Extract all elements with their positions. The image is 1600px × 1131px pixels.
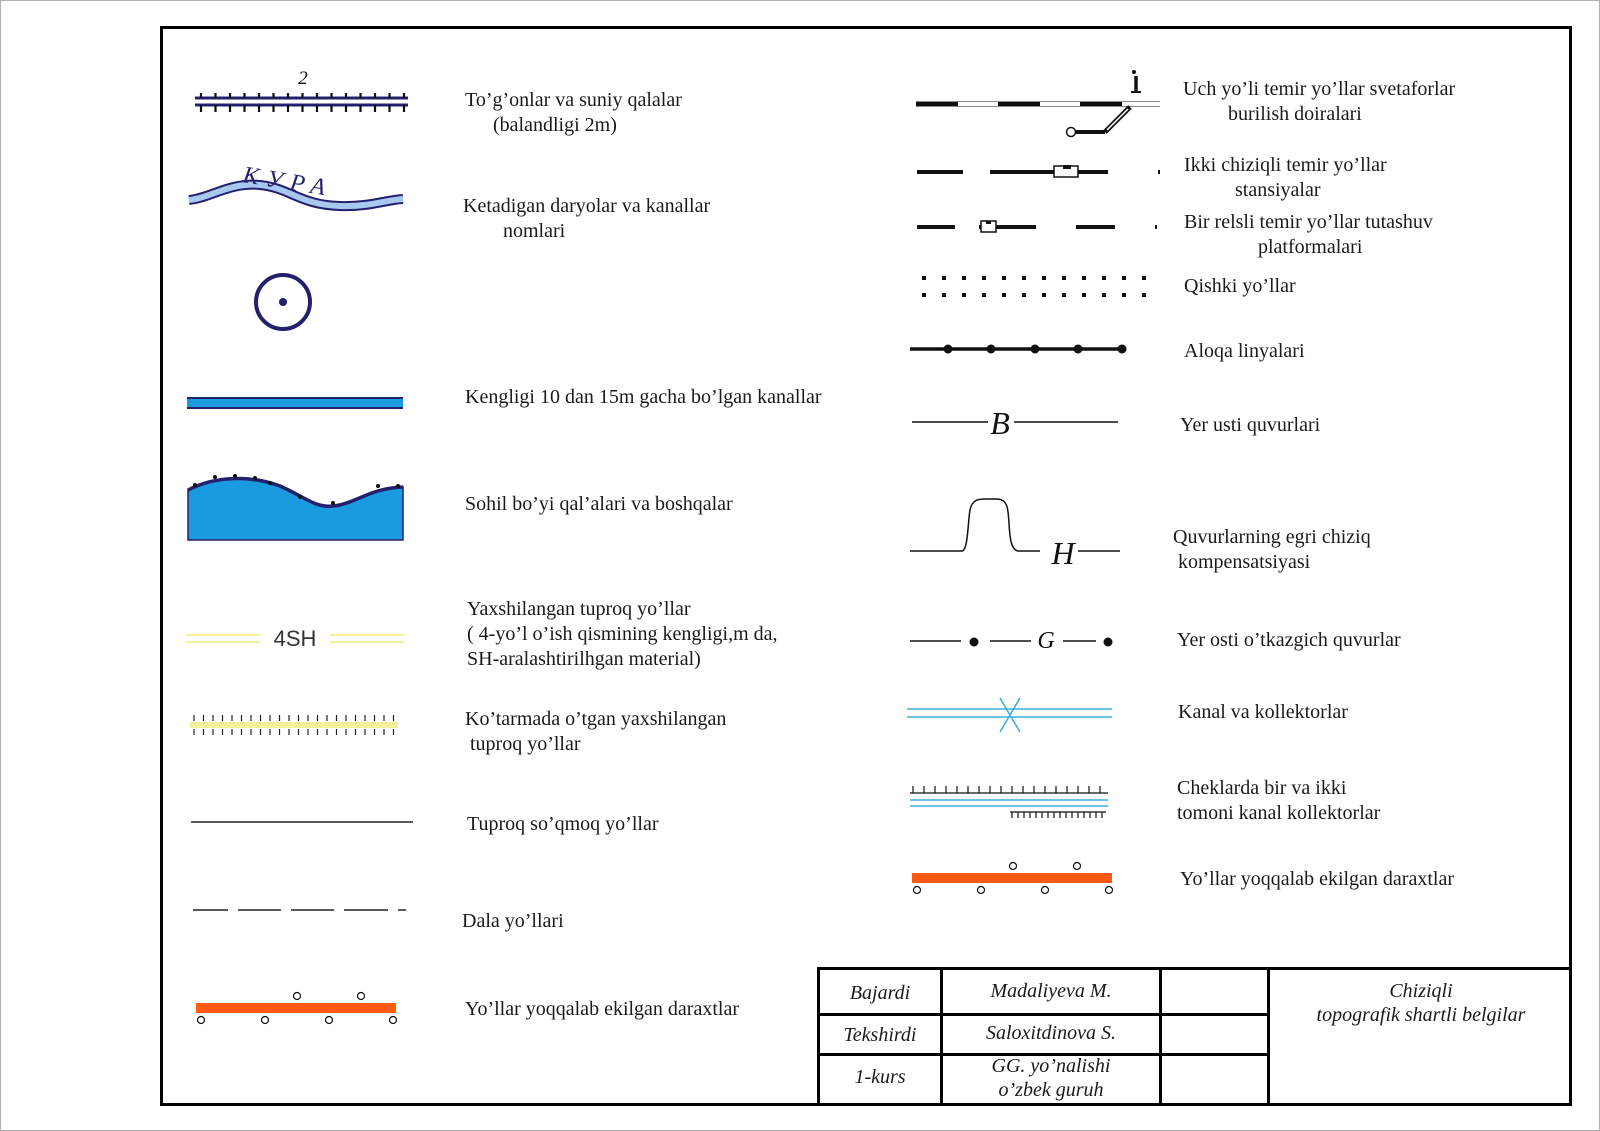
label-canals-collectors: Kanal va kollektorlar <box>1178 701 1348 723</box>
surface-pipe-letter: B <box>990 405 1010 441</box>
underground-pipe-letter: G <box>1037 628 1054 654</box>
canal-symbol <box>187 397 403 409</box>
bank-collector-symbol <box>910 786 1108 818</box>
label-rivers: Ketadigan daryolar va kanallar nomlari <box>463 195 711 242</box>
shore-rampart-symbol <box>187 474 404 541</box>
improved-road-symbol: 4SH <box>185 626 404 651</box>
label-surface-pipes: Yer usti quvurlari <box>1180 414 1321 436</box>
label-dams: To’g’onlar va suniy qalalar (balandligi … <box>465 89 682 136</box>
label-bank-collectors: Cheklarda bir va ikki tomoni kanal kolle… <box>1177 777 1381 824</box>
label-three-track-rail: Uch yo’li temir yo’llar svetaforlar buri… <box>1183 78 1456 125</box>
label-communication-lines: Aloqa linyalari <box>1184 340 1305 362</box>
single-rail-platform-symbol <box>917 220 1157 233</box>
trees-left-symbol <box>196 991 398 1025</box>
name-bajardi: Madaliyeva M. <box>990 980 1112 1002</box>
underground-pipe-symbol: G <box>910 628 1113 654</box>
embanked-road-symbol <box>190 715 398 735</box>
label-winter-roads: Qishki yo’llar <box>1184 275 1296 297</box>
label-underground-pipes: Yer osti o’tkazgich quvurlar <box>1177 629 1401 651</box>
dam-symbol: 2 <box>195 68 408 112</box>
name-kurs: GG. yo’nalishi o’zbek guruh <box>991 1055 1111 1101</box>
role-kurs: 1-kurs <box>854 1066 906 1088</box>
label-embanked-dirt-road: Ko’tarmada o’tgan yaxshilangan tuproq yo… <box>465 708 727 755</box>
label-pipe-compensation: Quvurlarning egri chiziq kompensatsiyasi <box>1173 526 1371 573</box>
role-bajardi: Bajardi <box>849 982 911 1004</box>
canal-collector-symbol <box>907 697 1112 733</box>
label-shore-ramparts: Sohil bo’yi qal’alari va boshqalar <box>465 493 733 515</box>
well-symbol <box>254 273 312 331</box>
communication-line-symbol <box>910 344 1127 354</box>
label-trees-right: Yo’llar yoqqalab ekilgan daraxtlar <box>1180 868 1454 890</box>
role-tekshirdi: Tekshirdi <box>843 1024 917 1046</box>
label-double-rail-stations: Ikki chiziqli temir yo’llar stansiyalar <box>1184 154 1387 201</box>
road-width-label: 4SH <box>274 626 317 651</box>
name-tekshirdi: Saloxitdinova S. <box>986 1022 1116 1044</box>
pipe-compensation-letter: H <box>1050 535 1076 571</box>
surface-pipe-symbol: B <box>912 405 1118 441</box>
title-block: Bajardi Madaliyeva M. Tekshirdi Saloxitd… <box>817 967 1572 1106</box>
pipe-compensation-symbol: H <box>910 498 1120 571</box>
double-rail-station-symbol <box>917 165 1160 178</box>
label-canal-10-15: Kengligi 10 dan 15m gacha bo’lgan kanall… <box>465 386 822 408</box>
river-symbol: КУРА <box>188 162 404 212</box>
label-single-rail-platforms: Bir relsli temir yo’llar tutashuv platfo… <box>1184 211 1433 258</box>
sheet-title: Chiziqli topografik shartli belgilar <box>1316 980 1526 1026</box>
winter-road-symbol <box>922 276 1146 297</box>
three-track-rail-symbol <box>916 70 1160 138</box>
label-trees-left: Yo’llar yoqqalab ekilgan daraxtlar <box>465 998 739 1020</box>
sheet-frame <box>160 26 1572 1106</box>
trees-right-symbol <box>912 861 1114 895</box>
label-dirt-track: Tuproq so’qmoq yo’llar <box>467 813 659 835</box>
dam-height-label: 2 <box>298 68 308 89</box>
label-field-road: Dala yo’llari <box>462 910 564 932</box>
label-improved-dirt-road: Yaxshilangan tuproq yo’llar ( 4-yo’l o’i… <box>467 598 778 670</box>
